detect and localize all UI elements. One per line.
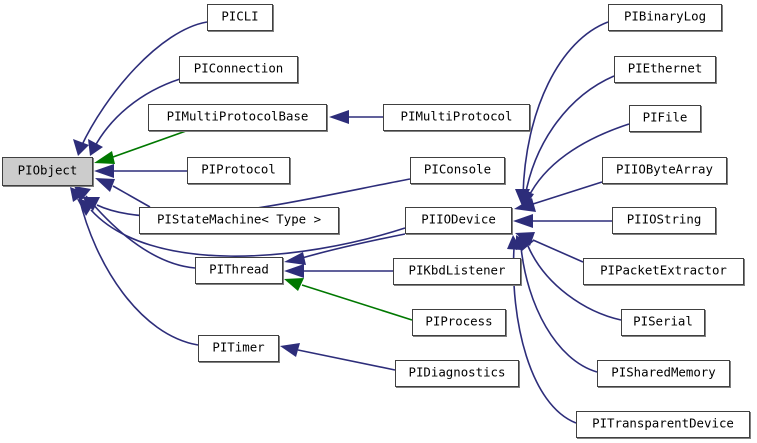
node-label-pitransparentdevice: PITransparentDevice [592,415,734,431]
node-piiostring[interactable]: PIIOString [612,207,716,234]
node-piiodevice[interactable]: PIIODevice [405,207,512,234]
node-label-pipacketextractor: PIPacketExtractor [600,262,727,278]
node-pibinarylog[interactable]: PIBinaryLog [608,4,722,31]
edge-pimultiprotocolbase-piobject [112,130,187,158]
arrowhead-pimultiprotocolbase-piobject [94,151,115,164]
arrowhead-pitransparentdevice-piiodevice [507,235,522,250]
node-label-pimultiprotocolbase: PIMultiProtocolBase [166,108,309,124]
node-label-pidiagnostics: PIDiagnostics [408,364,506,380]
node-pisharedmemory[interactable]: PISharedMemory [597,360,730,387]
node-piconnection[interactable]: PIConnection [179,56,298,83]
node-pipacketextractor[interactable]: PIPacketExtractor [583,258,744,285]
edge-pistatemachine-piobject [112,185,151,208]
node-pifile[interactable]: PIFile [629,105,701,132]
edge-pifile-piiodevice [527,123,630,199]
node-label-piprotocol: PIProtocol [201,161,276,177]
node-label-piiodevice: PIIODevice [421,211,496,227]
arrowhead-piconnection-piobject [88,139,103,156]
node-label-pikbdlistener: PIKbdListener [408,262,506,278]
node-label-piiostring: PIIOString [626,211,702,227]
node-piobject[interactable]: PIObject [2,157,93,186]
edge-piethernet-piiodevice [524,75,615,198]
node-label-pithread: PIThread [209,261,269,277]
node-pistatemachine[interactable]: PIStateMachine< Type > [139,207,339,234]
node-piprocess[interactable]: PIProcess [412,309,506,336]
edge-picli-piobject [80,21,208,148]
node-label-pibinarylog: PIBinaryLog [623,8,707,24]
node-label-piethernet: PIEthernet [627,60,703,76]
node-label-picli: PICLI [221,8,259,24]
arrowhead-piprotocol-piobject [94,164,114,178]
node-pithread[interactable]: PIThread [195,257,283,284]
node-label-piconnection: PIConnection [193,60,284,76]
node-label-piserial: PISerial [633,313,693,329]
node-label-pimultiprotocol: PIMultiProtocol [400,108,513,124]
arrowhead-piiobytearray-piiodevice [514,198,536,212]
arrowhead-picli-piobject [73,139,89,156]
node-label-piconsole: PIConsole [423,161,492,177]
edge-piconnection-piobject [93,78,181,149]
edge-piiobytearray-piiodevice [532,181,603,205]
arrowhead-pimultiprotocol-pimultiprotocolbase [329,110,349,124]
node-piethernet[interactable]: PIEthernet [614,56,716,83]
edge-pibinarylog-piiodevice [522,21,609,197]
node-pimultiprotocolbase[interactable]: PIMultiProtocolBase [148,104,327,131]
arrowhead-pifile-piiodevice [519,190,534,207]
edge-piiodevice-pithread [301,233,406,259]
node-label-pitimer: PITimer [212,339,265,355]
arrowhead-pitimer-piobject [70,187,86,202]
node-piconsole[interactable]: PIConsole [410,157,505,184]
edge-piprocess-pithread [301,284,413,321]
node-pikbdlistener[interactable]: PIKbdListener [393,258,521,285]
edge-group-to-pithread [284,233,413,321]
arrowhead-piiostring-piiodevice [513,214,533,228]
edge-piiodevice-piobject [90,209,406,257]
node-piprotocol[interactable]: PIProtocol [187,157,290,184]
edge-pitimer-piobject [78,196,199,346]
node-label-pisharedmemory: PISharedMemory [611,364,716,380]
edge-group-to-pitimer [280,343,396,371]
node-piiobytearray[interactable]: PIIOByteArray [602,157,727,184]
node-label-piobject: PIObject [17,162,78,178]
edge-pidiagnostics-pitimer [297,349,396,371]
node-label-pifile: PIFile [642,109,688,125]
edge-group-to-pimultiprotocolbase [329,110,383,124]
arrowhead-piiodevice-piobject [77,199,95,216]
arrowhead-piprocess-pithread [284,278,304,291]
node-pitransparentdevice[interactable]: PITransparentDevice [576,411,750,438]
arrowhead-pikbdlistener-pithread [284,264,304,278]
node-pidiagnostics[interactable]: PIDiagnostics [395,360,519,387]
node-picli[interactable]: PICLI [207,4,273,31]
edge-pipacketextractor-piiodevice [532,239,584,263]
node-label-piiobytearray: PIIOByteArray [616,161,713,177]
node-piserial[interactable]: PISerial [621,309,705,336]
edge-piserial-piiodevice [527,245,622,321]
edge-pisharedmemory-piiodevice [520,246,598,373]
node-label-pistatemachine: PIStateMachine< Type > [156,211,322,227]
arrowhead-pidiagnostics-pitimer [280,343,300,357]
node-pimultiprotocol[interactable]: PIMultiProtocol [383,104,530,131]
arrowhead-piiodevice-pithread [284,252,306,265]
arrowhead-pistatemachine-piobject [95,178,115,192]
edge-group-to-piobject [70,21,411,346]
node-label-piprocess: PIProcess [425,313,493,329]
node-pitimer[interactable]: PITimer [198,335,279,362]
